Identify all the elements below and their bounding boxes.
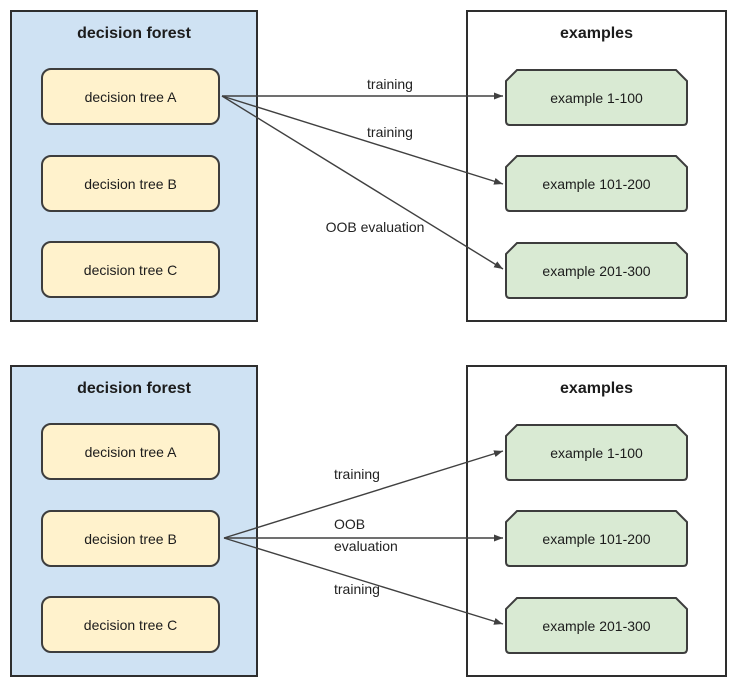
example-node-label: example 201-300 bbox=[542, 262, 651, 279]
example-node-label: example 1-100 bbox=[550, 89, 643, 106]
edge-label-training: training bbox=[367, 76, 413, 92]
edge-label-training: training bbox=[334, 466, 380, 482]
example-node-1: example 1-100 bbox=[505, 424, 688, 481]
example-node-2: example 101-200 bbox=[505, 510, 688, 567]
example-node-3: example 201-300 bbox=[505, 597, 688, 654]
forest-box: decision forest decision tree A decision… bbox=[10, 365, 258, 677]
tree-node-c: decision tree C bbox=[41, 596, 220, 653]
forest-box: decision forest decision tree A decision… bbox=[10, 10, 258, 322]
edge-label-training: training bbox=[367, 124, 413, 140]
tree-node-a: decision tree A bbox=[41, 423, 220, 480]
example-shape bbox=[505, 69, 688, 126]
example-node-3: example 201-300 bbox=[505, 242, 688, 299]
example-node-label: example 1-100 bbox=[550, 444, 643, 461]
tree-node-b: decision tree B bbox=[41, 510, 220, 567]
examples-box: examples example 1-100 example 101-200 e… bbox=[466, 365, 727, 677]
examples-title: examples bbox=[560, 25, 633, 42]
diagram-top: decision forest decision tree A decision… bbox=[0, 10, 737, 322]
forest-title: decision forest bbox=[77, 25, 191, 42]
tree-node-c: decision tree C bbox=[41, 241, 220, 298]
edge-label-training: training bbox=[334, 581, 380, 597]
forest-title: decision forest bbox=[77, 380, 191, 397]
example-node-2: example 101-200 bbox=[505, 155, 688, 212]
diagram-bottom: decision forest decision tree A decision… bbox=[0, 365, 737, 677]
example-node-label: example 101-200 bbox=[542, 530, 651, 547]
example-shape bbox=[505, 424, 688, 481]
example-node-1: example 1-100 bbox=[505, 69, 688, 126]
tree-node-b: decision tree B bbox=[41, 155, 220, 212]
example-shape bbox=[505, 510, 688, 567]
edge-label-oob-evaluation: OOB evaluation bbox=[334, 516, 398, 554]
examples-title: examples bbox=[560, 380, 633, 397]
examples-box: examples example 1-100 example 101-200 e… bbox=[466, 10, 727, 322]
example-shape bbox=[505, 597, 688, 654]
edge-label-oob-evaluation: OOB evaluation bbox=[325, 219, 425, 235]
example-shape bbox=[505, 155, 688, 212]
example-node-label: example 101-200 bbox=[542, 175, 651, 192]
example-shape bbox=[505, 242, 688, 299]
example-node-label: example 201-300 bbox=[542, 617, 651, 634]
tree-node-a: decision tree A bbox=[41, 68, 220, 125]
